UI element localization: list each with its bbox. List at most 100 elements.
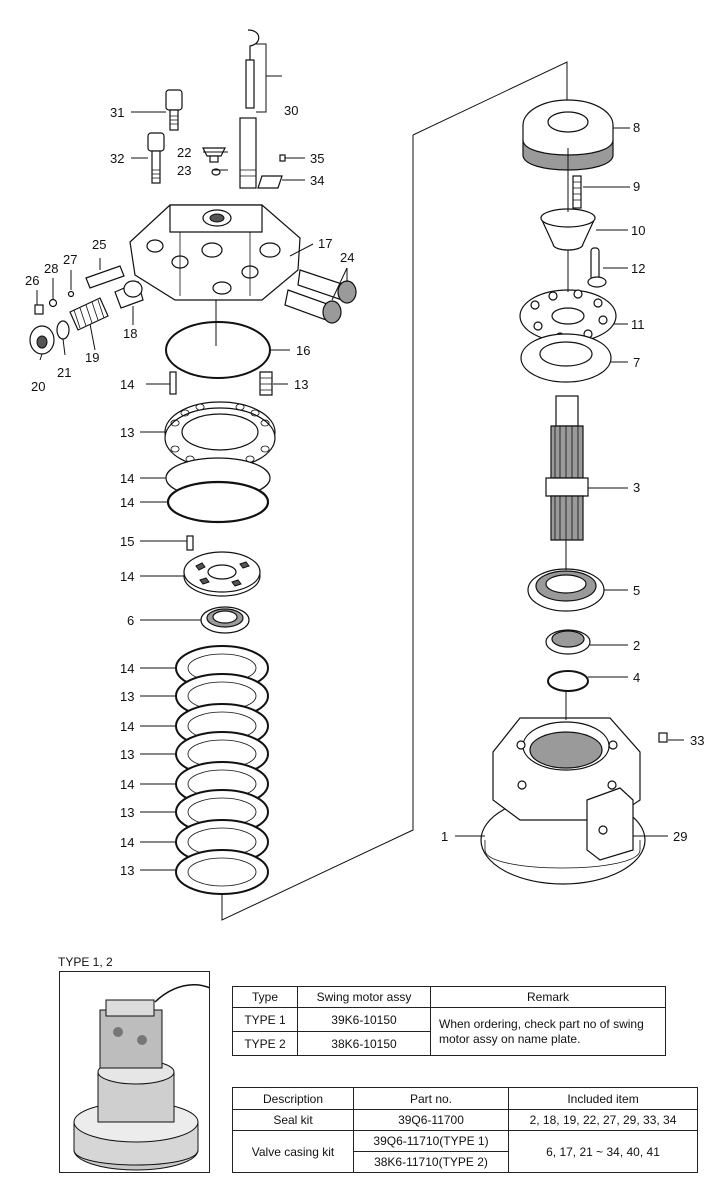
seal-kit-part-no: 39Q6-11700 <box>353 1109 509 1131</box>
brake-piston <box>164 401 276 469</box>
callout-2: 2 <box>633 638 640 653</box>
o-ring-22 <box>165 321 271 379</box>
callout-23: 17 <box>318 236 332 251</box>
stack-callouts-visible: 14 13 14 14 13 14 13 13 14 <box>120 661 134 820</box>
callout-labels: 8 9 10 12 11 7 3 5 2 4 33 29 1 31 32 30 … <box>25 103 704 844</box>
callout-24: 18 <box>123 326 137 341</box>
callout-21: 15 <box>120 534 134 549</box>
valve-kit-row: Valve casing kit 39Q6-11710(TYPE 1) 6, 1… <box>232 1130 698 1173</box>
part-no-header: Part no. <box>353 1087 509 1110</box>
type-section-title: TYPE 1, 2 <box>58 955 113 969</box>
stack-callouts-bottom: 14 14 13 <box>120 863 134 878</box>
o-rings-18-19 <box>165 457 271 524</box>
callout-32: 26 <box>25 273 39 288</box>
callout-27: 21 <box>57 365 71 380</box>
callout-8: 8 <box>633 120 640 135</box>
callout-5: 5 <box>633 583 640 598</box>
type-cell: TYPE 2 <box>232 1031 298 1056</box>
assy-cell: 39K6-10150 <box>297 1007 431 1032</box>
snap-ring <box>547 670 589 692</box>
callout-9: 9 <box>633 179 640 194</box>
valve-casing <box>129 204 301 301</box>
kit-table-header: Description Part no. Included item <box>232 1087 698 1110</box>
motor-thumbnail-image <box>73 984 209 1171</box>
valve-kit-row-2: 38K6-11710(TYPE 2) <box>233 1151 698 1173</box>
callout-37: 31 <box>110 105 124 120</box>
callout-41: 35 <box>310 151 324 166</box>
callout-1: 1 <box>441 829 448 844</box>
callout-20: 14 <box>120 569 134 584</box>
type-header: Type <box>232 986 298 1008</box>
callout-14-2-visible: 14 <box>120 719 134 734</box>
callout-15: 13 <box>120 425 134 440</box>
callout-13-2: 13 <box>120 747 134 762</box>
callout-3: 3 <box>633 480 640 495</box>
callout-14-1-visible: 14 <box>120 661 134 676</box>
callout-13-1: 13 <box>120 689 134 704</box>
callout-10: 10 <box>631 223 645 238</box>
callout-16: 13 <box>294 377 308 392</box>
callout-28: 22 <box>177 145 191 160</box>
callout-38: 32 <box>110 151 124 166</box>
type-cell: TYPE 1 <box>232 1007 298 1032</box>
type-row: TYPE 2 38K6-10150 <box>232 1031 666 1056</box>
callout-18: 14 <box>120 471 134 486</box>
valve-kit-items: 6, 17, 21 ~ 34, 40, 41 <box>508 1130 698 1173</box>
spring-and-pin <box>169 371 273 396</box>
callout-35: 29 <box>673 829 687 844</box>
valve-kit-part-no-type2: 38K6-11710(TYPE 2) <box>353 1151 509 1173</box>
assy-cell: 38K6-10150 <box>297 1031 431 1056</box>
callout-40: 34 <box>310 173 324 188</box>
seal-kit-row: Seal kit 39Q6-11700 2, 18, 19, 22, 27, 2… <box>232 1109 698 1131</box>
callout-29: 23 <box>177 163 191 178</box>
callout-6: 6 <box>127 613 134 628</box>
seal-kit-items: 2, 18, 19, 22, 27, 29, 33, 34 <box>508 1109 698 1131</box>
plug-39 <box>658 732 668 743</box>
set-plate <box>519 289 617 343</box>
plug-and-pins <box>202 29 286 189</box>
remark-header: Remark <box>430 986 666 1008</box>
drive-shaft <box>545 395 589 541</box>
remark-cell: When ordering, check part no of swing mo… <box>430 1007 666 1056</box>
callout-26: 20 <box>31 379 45 394</box>
oil-seal <box>545 629 591 655</box>
bearing-6 <box>200 606 250 634</box>
socket-bolts <box>147 89 183 184</box>
description-header: Description <box>232 1087 354 1110</box>
column-connector-top <box>412 61 568 136</box>
callout-19: 14 <box>120 495 134 510</box>
spring-9 <box>572 175 582 209</box>
seal-kit-description: Seal kit <box>232 1109 354 1131</box>
callout-22: 16 <box>296 343 310 358</box>
callout-14-4-plate: 14 <box>120 835 134 850</box>
valve-plate <box>183 535 261 597</box>
ball-guide <box>540 208 596 251</box>
make-up-valve-parts <box>29 265 144 355</box>
type-table-header: Type Swing motor assy Remark <box>232 986 666 1008</box>
callout-7: 7 <box>633 355 640 370</box>
assy-header: Swing motor assy <box>297 986 431 1008</box>
valve-kit-part-no-type1: 39Q6-11710(TYPE 1) <box>353 1130 509 1152</box>
callout-31: 25 <box>92 237 106 252</box>
bearing-5 <box>527 568 605 612</box>
callout-4: 4 <box>633 670 640 685</box>
shoe-plate <box>520 333 612 383</box>
relief-valve-cartridges <box>284 269 357 324</box>
exploded-parts-diagram: 8 9 10 12 11 7 3 5 2 4 33 29 1 31 32 30 … <box>25 29 704 921</box>
kit-table: Description Part no. Included item Seal … <box>232 1087 698 1173</box>
callout-13-4: 13 <box>120 863 134 878</box>
callout-14-3-visible: 14 <box>120 777 134 792</box>
leader-lines <box>36 43 684 871</box>
type-table: Type Swing motor assy Remark TYPE 1 39K6… <box>232 986 666 1056</box>
valve-kit-description: Valve casing kit <box>232 1130 354 1173</box>
callout-17: 14 <box>120 377 134 392</box>
callout-36: 30 <box>284 103 298 118</box>
callout-34: 28 <box>44 261 58 276</box>
type-row: TYPE 1 39K6-10150 When ordering, check p… <box>232 1007 666 1056</box>
included-item-header: Included item <box>508 1087 698 1110</box>
pin-12 <box>587 247 607 288</box>
callout-25: 19 <box>85 350 99 365</box>
callout-33: 27 <box>63 252 77 267</box>
motor-thumbnail <box>59 971 210 1173</box>
callout-30: 24 <box>340 250 354 265</box>
